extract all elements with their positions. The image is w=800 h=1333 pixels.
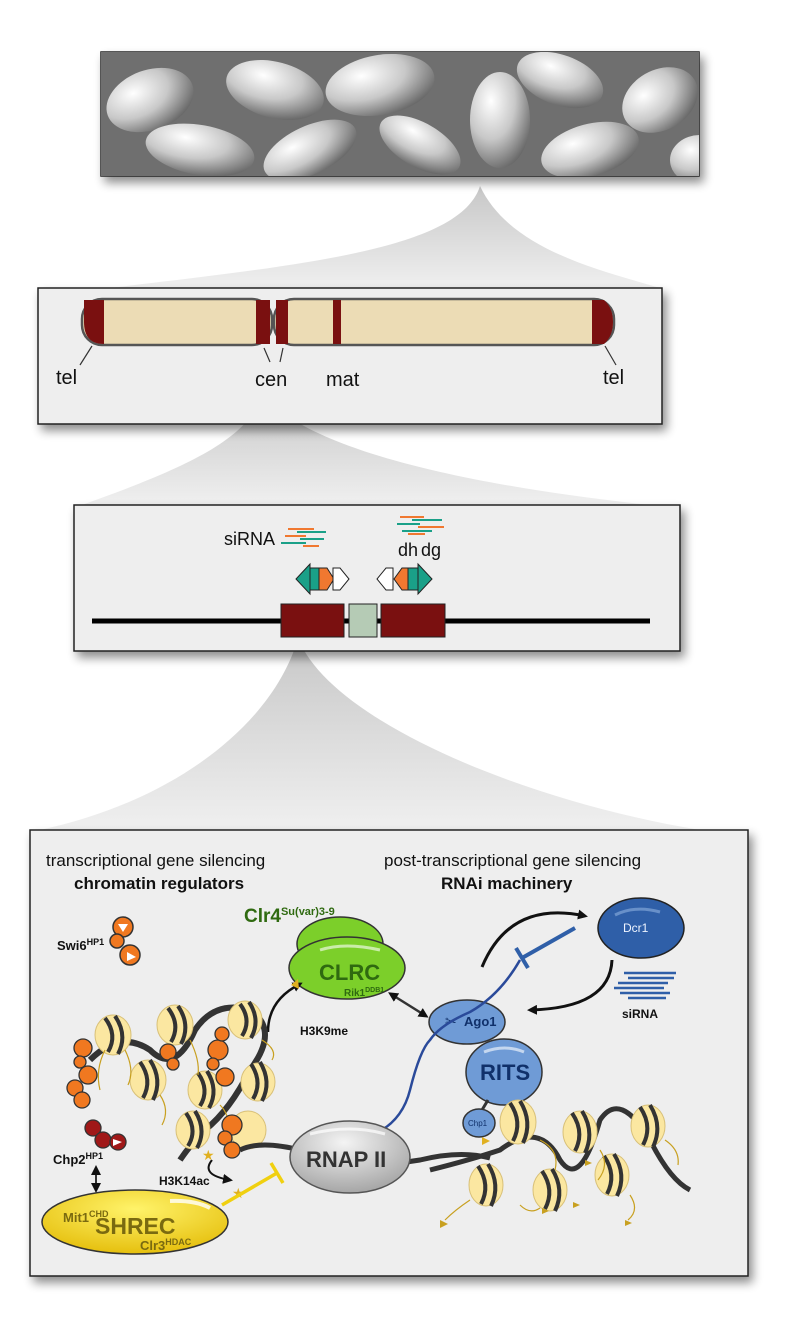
- clr3-label: Clr3HDAC: [140, 1237, 192, 1253]
- heading-tgs: transcriptional gene silencing: [46, 851, 265, 870]
- central-core: [348, 603, 378, 638]
- clrc-complex: Clr4Su(var)3-9 CLRC Rik1DDB1: [244, 906, 406, 1000]
- chp2-protein: [84, 1119, 127, 1151]
- cen-label: cen: [255, 369, 287, 391]
- rik1-subunit: [288, 936, 406, 1000]
- telomere-left-band: [84, 300, 104, 344]
- sem-yeast-cells: [101, 52, 699, 176]
- chp1-subunit: [462, 1108, 496, 1138]
- mat-label: mat: [326, 369, 360, 391]
- tel-right-label: tel: [603, 367, 624, 389]
- rnap-ii: RNAP II: [289, 1120, 411, 1194]
- mit1-label: Mit1CHD: [63, 1209, 109, 1225]
- nascent-rna: [356, 959, 522, 1142]
- chp1-label: Chp1: [468, 1119, 488, 1128]
- outer-repeat-left: [280, 603, 345, 638]
- swi6-label: Swi6HP1: [57, 937, 104, 953]
- right-nucleosome-fibre: [429, 1099, 692, 1228]
- outer-repeat-right: [380, 603, 446, 638]
- zoom-connector-1: [110, 186, 660, 288]
- centromere-locus: siRNA dh dg: [92, 516, 650, 638]
- heading-chromatin-regulators: chromatin regulators: [74, 874, 244, 893]
- chromosome-arm-right: [272, 297, 616, 347]
- chromosome-arm-left: [80, 297, 274, 347]
- shrec-label: SHREC: [95, 1213, 176, 1239]
- mat-locus-band: [333, 300, 341, 344]
- rits-subunit: [465, 1038, 543, 1106]
- h3k14ac-label: H3K14ac: [159, 1174, 210, 1188]
- h3k14ac-arrow: [207, 1159, 233, 1184]
- clrc-ago1-interaction: [388, 992, 429, 1018]
- cycle-arrow-to-dcr1: [480, 909, 588, 968]
- shrec-inhibition-rnap: [221, 1162, 285, 1207]
- dg-label: dg: [421, 540, 441, 560]
- ago1-label: Ago1: [464, 1014, 497, 1029]
- ago1-subunit: [428, 999, 506, 1045]
- inhibition-dcr1-ago1: [514, 926, 576, 970]
- chromosome: tel cen mat tel: [56, 297, 624, 391]
- dh-label: dh: [398, 540, 418, 560]
- rnap-label: RNAP II: [306, 1147, 386, 1172]
- dcr1-protein: Dcr1: [597, 897, 685, 959]
- telomere-right-band: [592, 300, 613, 344]
- centromere-right-band: [276, 300, 288, 344]
- sirna-stack: [614, 971, 676, 1000]
- swi6-protein: Swi6HP1: [57, 916, 141, 966]
- h3k9me-arrow: [266, 982, 303, 1033]
- acetyl-star-1: ★: [202, 1147, 215, 1163]
- sirna-label: siRNA: [224, 529, 275, 549]
- dh-dg-arrows-right: [376, 562, 433, 596]
- rik1-label: Rik1DDB1: [344, 987, 384, 999]
- clr4-label: Clr4Su(var)3-9: [244, 906, 335, 927]
- heterochromatin-fibre: Chp2HP1 H3K14ac ★ ★: [53, 1000, 276, 1201]
- cycle-arrow-to-ago1: [527, 959, 614, 1015]
- headings: transcriptional gene silencing chromatin…: [46, 851, 641, 893]
- rits-complex: Ago1 ✂ RITS Chp1: [428, 999, 543, 1145]
- zoom-connector-2: [82, 394, 650, 505]
- clrc-label: CLRC: [319, 960, 380, 985]
- tel-left-label: tel: [56, 367, 77, 389]
- heading-rnai-machinery: RNAi machinery: [441, 874, 573, 893]
- sirna-stack-label: siRNA: [622, 1007, 658, 1021]
- zoom-connector-3: [40, 638, 700, 830]
- centromere-left-band: [256, 300, 270, 344]
- shrec-complex: Mit1CHD SHREC Clr3HDAC: [41, 1189, 229, 1255]
- h3k9me-label: H3K9me: [300, 1024, 348, 1038]
- chp2-label: Chp2HP1: [53, 1151, 103, 1167]
- dh-dg-arrows-left: [295, 562, 350, 596]
- hp1-bound-proteins: [66, 1026, 243, 1159]
- dcr1-label: Dcr1: [623, 921, 649, 935]
- sirna-duplexes-right: [397, 516, 444, 535]
- heading-ptgs: post-transcriptional gene silencing: [384, 851, 641, 870]
- sirna-duplexes-left: [281, 528, 326, 547]
- rits-label: RITS: [480, 1060, 530, 1085]
